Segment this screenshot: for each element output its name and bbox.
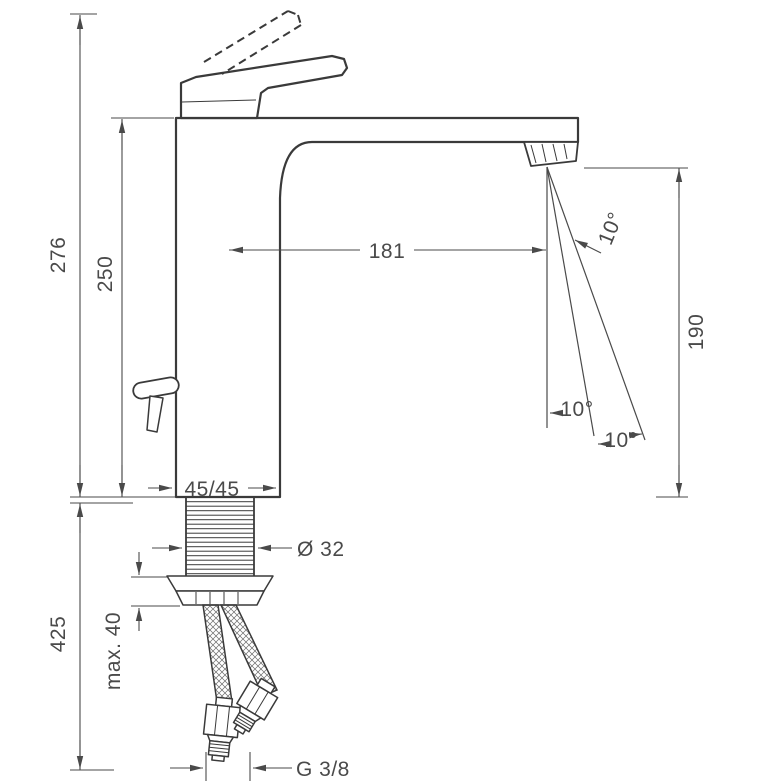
handle-lever <box>179 54 349 120</box>
angle-bottom-label: 10° <box>604 429 637 452</box>
angle-label-bottom: 10° <box>598 429 643 452</box>
dim-g38-label: G 3/8 <box>296 758 350 781</box>
dim-shank-diameter: Ø 32 <box>152 538 345 561</box>
dim-spout-reach: 181 <box>229 240 546 263</box>
mounting-nut <box>175 590 265 606</box>
aerator <box>523 141 579 167</box>
dim-190-label: 190 <box>685 314 708 351</box>
faucet-body-outline <box>174 116 580 499</box>
dim-overall-height: 276 <box>47 15 84 497</box>
stream-angle-lines <box>546 166 646 441</box>
dim-spout-height: 250 <box>94 119 126 497</box>
dim-250-label: 250 <box>94 256 117 293</box>
hose-connector-right <box>232 677 279 735</box>
angle-label-top: 10° <box>574 209 628 254</box>
dim-max40-label: max. 40 <box>102 612 125 690</box>
dim-dia32-label: Ø 32 <box>297 538 345 561</box>
angle-label-middle: 10° <box>550 398 593 421</box>
threaded-shank <box>185 497 255 576</box>
dim-hose-length: 425 <box>47 503 84 770</box>
handle-raised-dashed <box>203 10 302 75</box>
mounting-hardware <box>166 497 279 763</box>
dim-425-label: 425 <box>47 616 70 653</box>
dim-4545-label: 45/45 <box>184 478 239 501</box>
dim-body-section: 45/45 <box>148 478 276 501</box>
dim-outlet-height: 190 <box>675 168 708 497</box>
supply-hose-right <box>219 604 279 697</box>
angle-mid-label: 10° <box>560 398 593 421</box>
side-lever <box>132 376 180 433</box>
faucet-body <box>132 10 580 499</box>
dim-max-counter: max. 40 <box>102 552 143 690</box>
dim-connection-thread: G 3/8 <box>170 758 350 781</box>
mounting-washer <box>166 575 274 592</box>
angle-top-label: 10° <box>594 209 628 248</box>
dim-181-label: 181 <box>369 240 406 263</box>
dim-276-label: 276 <box>47 237 70 274</box>
